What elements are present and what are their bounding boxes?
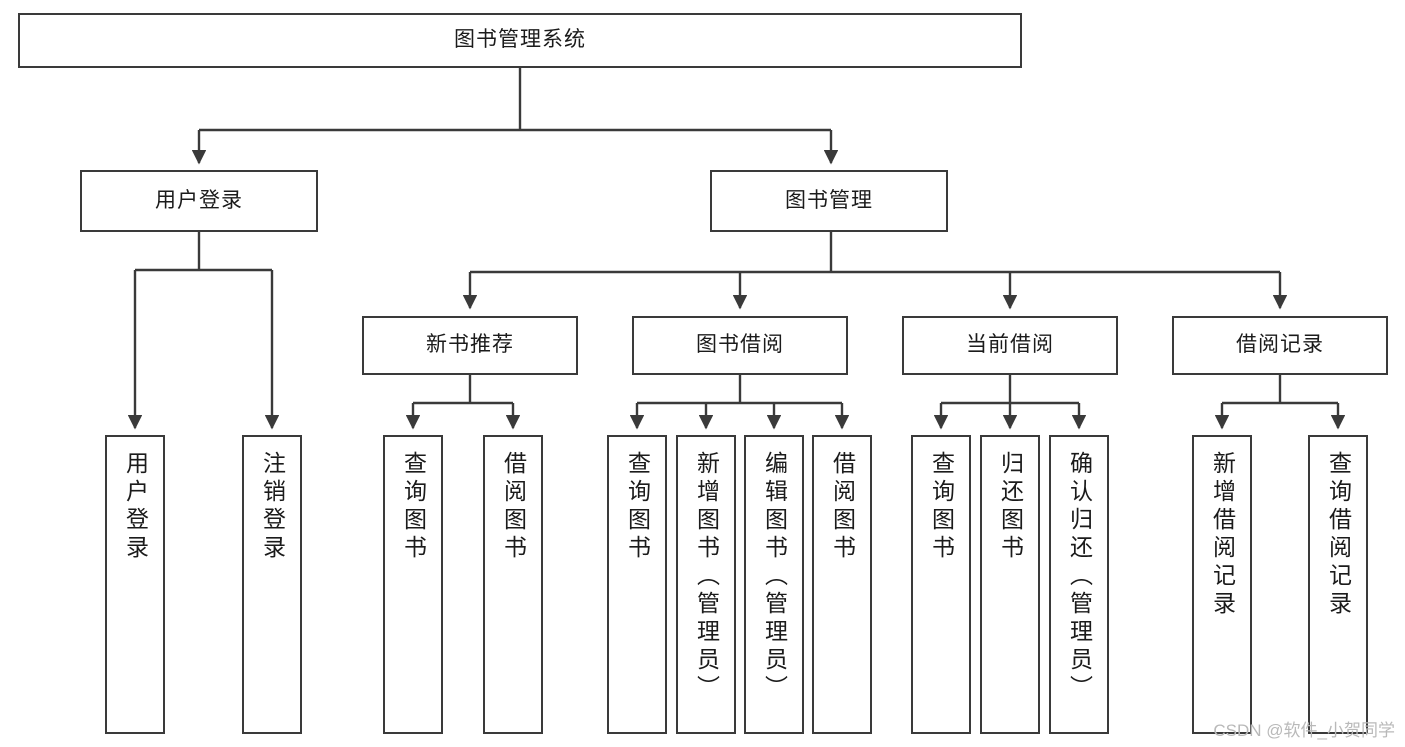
node-book-borrow-label: 图书借阅: [696, 333, 784, 357]
node-leaf-add-record-label: 新增借阅记录: [1209, 451, 1236, 619]
node-leaf-query-book-3[interactable]: 查询图书: [911, 435, 971, 734]
node-current-borrow[interactable]: 当前借阅: [902, 316, 1118, 375]
node-leaf-borrow-book-1[interactable]: 借阅图书: [483, 435, 543, 734]
node-user-login-label: 用户登录: [155, 188, 243, 212]
node-leaf-logout-label: 注销登录: [259, 451, 286, 563]
node-new-book-recommend-label: 新书推荐: [426, 333, 514, 357]
node-leaf-user-login-label: 用户登录: [122, 451, 149, 563]
node-user-login[interactable]: 用户登录: [80, 170, 318, 232]
node-leaf-add-book[interactable]: 新增图书（管理员）: [676, 435, 736, 734]
node-borrow-record[interactable]: 借阅记录: [1172, 316, 1388, 375]
node-book-manage-label: 图书管理: [785, 188, 873, 212]
node-leaf-query-book-1[interactable]: 查询图书: [383, 435, 443, 734]
node-borrow-record-label: 借阅记录: [1236, 333, 1324, 357]
node-book-manage[interactable]: 图书管理: [710, 170, 948, 232]
node-root-label: 图书管理系统: [454, 28, 586, 52]
node-new-book-recommend[interactable]: 新书推荐: [362, 316, 578, 375]
node-book-borrow[interactable]: 图书借阅: [632, 316, 848, 375]
node-leaf-logout[interactable]: 注销登录: [242, 435, 302, 734]
node-leaf-user-login[interactable]: 用户登录: [105, 435, 165, 734]
node-leaf-borrow-book-2[interactable]: 借阅图书: [812, 435, 872, 734]
node-leaf-query-book-2[interactable]: 查询图书: [607, 435, 667, 734]
node-leaf-query-book-3-label: 查询图书: [928, 451, 955, 563]
node-leaf-query-record-label: 查询借阅记录: [1325, 451, 1352, 619]
node-leaf-query-record[interactable]: 查询借阅记录: [1308, 435, 1368, 734]
node-root[interactable]: 图书管理系统: [18, 13, 1022, 68]
node-leaf-confirm-return-label: 确认归还（管理员）: [1066, 451, 1093, 703]
node-leaf-borrow-book-2-label: 借阅图书: [829, 451, 856, 563]
node-leaf-query-book-2-label: 查询图书: [624, 451, 651, 563]
node-leaf-return-book-label: 归还图书: [997, 451, 1024, 563]
node-leaf-add-book-label: 新增图书（管理员）: [693, 451, 720, 703]
node-leaf-edit-book[interactable]: 编辑图书（管理员）: [744, 435, 804, 734]
node-leaf-edit-book-label: 编辑图书（管理员）: [761, 451, 788, 703]
node-leaf-confirm-return[interactable]: 确认归还（管理员）: [1049, 435, 1109, 734]
node-leaf-borrow-book-1-label: 借阅图书: [500, 451, 527, 563]
node-leaf-return-book[interactable]: 归还图书: [980, 435, 1040, 734]
node-current-borrow-label: 当前借阅: [966, 333, 1054, 357]
node-leaf-add-record[interactable]: 新增借阅记录: [1192, 435, 1252, 734]
watermark: CSDN @软件_小贺同学: [1213, 721, 1395, 740]
node-leaf-query-book-1-label: 查询图书: [400, 451, 427, 563]
